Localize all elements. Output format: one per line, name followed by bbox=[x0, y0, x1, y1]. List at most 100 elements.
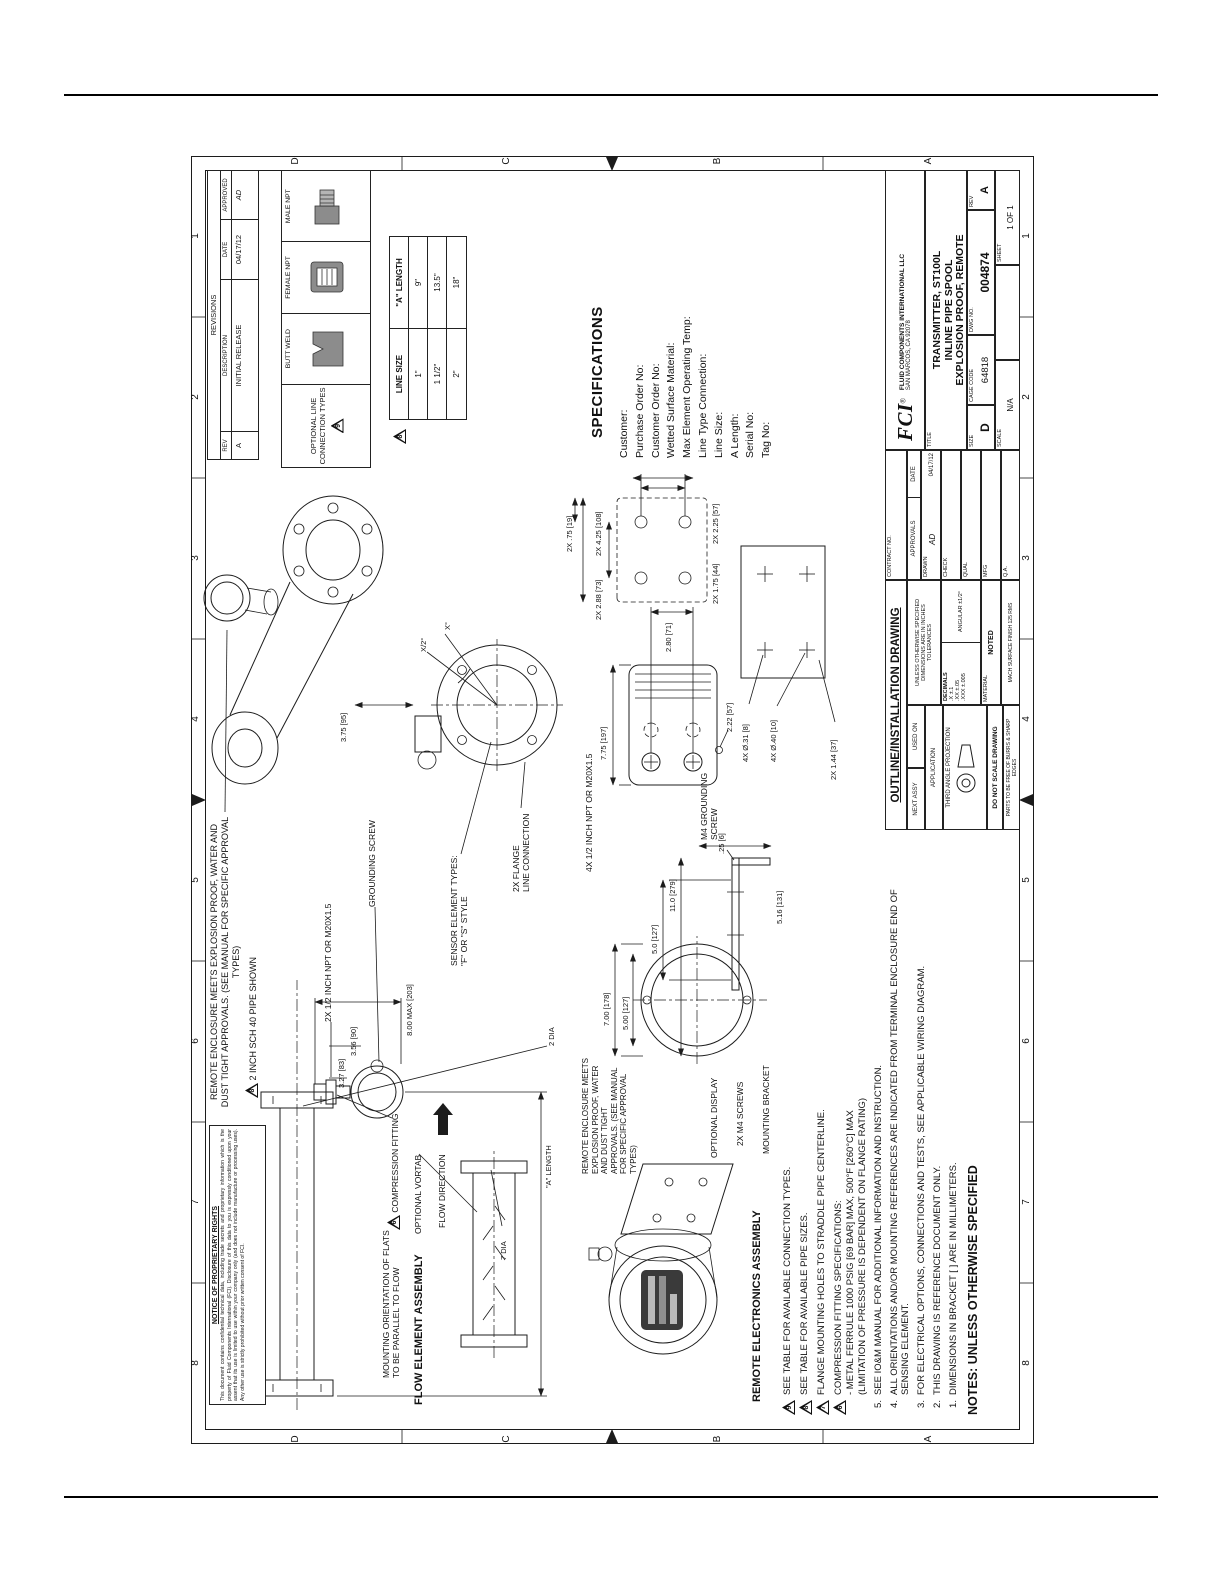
tolerance-header-cell: UNLESS OTHERWISE SPECIFIED DIMENSIONS AR… bbox=[907, 580, 941, 705]
zone-col-label: 1 bbox=[190, 233, 201, 239]
flow-element-side-view bbox=[260, 980, 404, 1410]
line-size-row: 1" 9" bbox=[409, 237, 428, 419]
note-text: ALL ORIENTATIONS AND/OR MOUNTING REFEREN… bbox=[888, 889, 912, 1395]
note-text: THIS DRAWING IS REFERENCE DOCUMENT ONLY. bbox=[932, 1165, 944, 1395]
flag-8-icon: 8 bbox=[245, 1083, 258, 1098]
zone-row-label: B bbox=[712, 157, 723, 165]
sheet-label: SHEET bbox=[997, 243, 1003, 262]
qa-cell: Q.A. bbox=[1001, 450, 1020, 580]
npt4-connection-label: 4X 1/2 INCH NPT OR M20X1.5 bbox=[584, 753, 594, 872]
flag-6-icon: 6 bbox=[387, 1215, 400, 1230]
remote-bracket-hole-view bbox=[740, 545, 836, 723]
approvals-label: APPROVALS bbox=[908, 497, 920, 579]
qual-cell: QUAL bbox=[961, 450, 981, 580]
flow-direction-label: FLOW DIRECTION bbox=[437, 1154, 447, 1228]
note-number: 1. bbox=[948, 1400, 959, 1408]
application-label: APPLICATION bbox=[931, 747, 937, 788]
zone-col-label: 4 bbox=[190, 716, 201, 722]
rev-label: REV bbox=[969, 195, 975, 207]
date-col-header: DATE bbox=[221, 219, 232, 279]
zone-col-label: 7 bbox=[190, 1199, 201, 1205]
numbered-note: 3. FOR ELECTRICAL OPTIONS, CONNECTIONS A… bbox=[916, 859, 928, 1415]
zone-col-label: 7 bbox=[1021, 1199, 1032, 1205]
scale-cell: SCALE N/A bbox=[995, 360, 1020, 450]
check-label: CHECK bbox=[943, 557, 949, 577]
revision-table: REVISIONS REV DESCRIPTION DATE APPROVED … bbox=[207, 170, 259, 460]
note-text: SEE IO&M MANUAL FOR ADDITIONAL INFORMATI… bbox=[872, 1064, 884, 1395]
m4-grounding-screw-label: M4 GROUNDING SCREW bbox=[699, 772, 720, 840]
company-name: FLUID COMPONENTS INTERNATIONAL LLC bbox=[898, 253, 906, 391]
flag-note: 6 COMPRESSION FITTING SPECIFICATIONS: - … bbox=[833, 859, 869, 1415]
line-size-value: 1 1/2" bbox=[428, 328, 447, 419]
flow-enclosure-note: REMOTE ENCLOSURE MEETS EXPLOSION PROOF, … bbox=[209, 816, 241, 1108]
dim-75: 2X .75 [19] bbox=[565, 515, 574, 552]
revision-row: A INITIAL RELEASE 04/17/12 AD bbox=[232, 171, 258, 459]
connection-types-label-cell: OPTIONAL LINE CONNECTION TYPES 9 bbox=[282, 383, 370, 467]
zone-row-label: A bbox=[923, 157, 934, 165]
remote-front-view bbox=[612, 843, 772, 1064]
butt-weld-label: BUTT WELD bbox=[285, 329, 292, 369]
page-bottom-rule bbox=[64, 1496, 1158, 1498]
contract-no-label: CONTRACT NO. bbox=[887, 535, 893, 577]
spec-field: Customer Order No: bbox=[649, 363, 662, 458]
revisions-title: REVISIONS bbox=[208, 171, 221, 459]
dwg-no-label: DWG NO. bbox=[969, 307, 975, 332]
revision-letter: A bbox=[232, 431, 258, 459]
female-npt-cell: FEMALE NPT bbox=[282, 241, 370, 313]
size-cell: SIZE D bbox=[967, 405, 995, 450]
notes-heading: NOTES: UNLESS OTHERWISE SPECIFIED bbox=[965, 1165, 980, 1415]
drawing-title-line1: TRANSMITTER, ST100L bbox=[931, 250, 943, 370]
remote-side-view bbox=[610, 607, 729, 786]
a-length-col-header: "A" LENGTH bbox=[390, 237, 409, 328]
flag-9-icon: 9 bbox=[331, 418, 344, 433]
zone-col-label: 3 bbox=[1021, 555, 1032, 561]
approvals-header-cell: APPROVALS DATE bbox=[907, 450, 921, 580]
remote-electronics-assembly-label: REMOTE ELECTRONICS ASSEMBLY bbox=[751, 1210, 763, 1402]
male-npt-icon bbox=[314, 189, 340, 225]
company-cell: FCI® FLUID COMPONENTS INTERNATIONAL LLC … bbox=[885, 170, 925, 450]
next-assy-label: NEXT ASSY bbox=[913, 782, 919, 816]
qual-label: QUAL bbox=[963, 562, 969, 577]
drawn-signature: AD bbox=[928, 533, 937, 545]
optional-vortab-label: OPTIONAL VORTAB bbox=[413, 1154, 423, 1234]
numbered-note: 5. SEE IO&M MANUAL FOR ADDITIONAL INFORM… bbox=[873, 859, 885, 1415]
revision-date: 04/17/12 bbox=[232, 219, 258, 279]
drawing-sheet: 8 7 6 5 4 3 2 1 8 7 6 5 4 3 2 1 D C B A … bbox=[185, 150, 1040, 1450]
remote-enclosure-note: REMOTE ENCLOSURE MEETS EXPLOSION PROOF, … bbox=[581, 1057, 638, 1174]
dwg-no-cell: DWG NO. 004874 bbox=[967, 210, 995, 335]
connection-types-label: OPTIONAL LINE CONNECTION TYPES bbox=[308, 387, 327, 465]
approved-col-header: APPROVED bbox=[221, 171, 232, 219]
dim-1-75: 2X 1.75 [44] bbox=[711, 563, 720, 604]
size-label: SIZE bbox=[969, 434, 975, 447]
drawn-cell: DRAWN AD 04/17/12 bbox=[921, 450, 941, 580]
mfg-cell: MFG bbox=[981, 450, 1001, 580]
burrs-label: PARTS TO BE FREE OF BURRS & SHARP EDGES bbox=[1005, 718, 1018, 817]
optional-display-label: OPTIONAL DISPLAY bbox=[709, 1077, 719, 1158]
a-length-value: 13.5" bbox=[428, 237, 447, 328]
flag-note: 7 FLANGE MOUNTING HOLES TO STRADDLE PIPE… bbox=[816, 859, 829, 1415]
note-number: 4. bbox=[888, 1400, 900, 1408]
dim-4-25: 2X 4.25 [108] bbox=[594, 511, 603, 556]
dim-8-00-max: 8.00 MAX [203] bbox=[405, 984, 414, 1036]
title-label: TITLE bbox=[927, 432, 933, 447]
flag-note: 9 SEE TABLE FOR AVAILABLE CONNECTION TYP… bbox=[782, 859, 795, 1415]
note-number: 2. bbox=[932, 1400, 944, 1408]
flag-6-icon: 6 bbox=[833, 1400, 846, 1415]
dim-2-dia: 2 DIA bbox=[547, 1027, 556, 1046]
dim-3-27: 3.27 [83] bbox=[337, 1058, 346, 1088]
line-size-row: 1 1/2" 13.5" bbox=[428, 237, 447, 419]
next-assy-cell: NEXT ASSY bbox=[907, 768, 925, 830]
dim-3-56: 3.56 [90] bbox=[349, 1026, 358, 1056]
dim-3-75: 3.75 [95] bbox=[339, 712, 348, 742]
female-npt-icon bbox=[310, 262, 344, 293]
zone-col-label: 6 bbox=[190, 1038, 201, 1044]
notes-block: 9 SEE TABLE FOR AVAILABLE CONNECTION TYP… bbox=[782, 859, 980, 1415]
line-size-value: 2" bbox=[447, 328, 466, 419]
tolerance-values-cell: DECIMALS .X ±.1 .XX ±.05 .XXX ±.005 ANGU… bbox=[941, 580, 981, 705]
drawn-label: DRAWN bbox=[923, 556, 929, 577]
dim-a-length: "A" LENGTH bbox=[544, 1145, 553, 1188]
sheet-cell: SHEET 1 OF 1 bbox=[995, 170, 1020, 265]
spec-field: Line Type Connection: bbox=[696, 353, 709, 458]
dim-5-00: 5.00 [127] bbox=[621, 996, 630, 1030]
